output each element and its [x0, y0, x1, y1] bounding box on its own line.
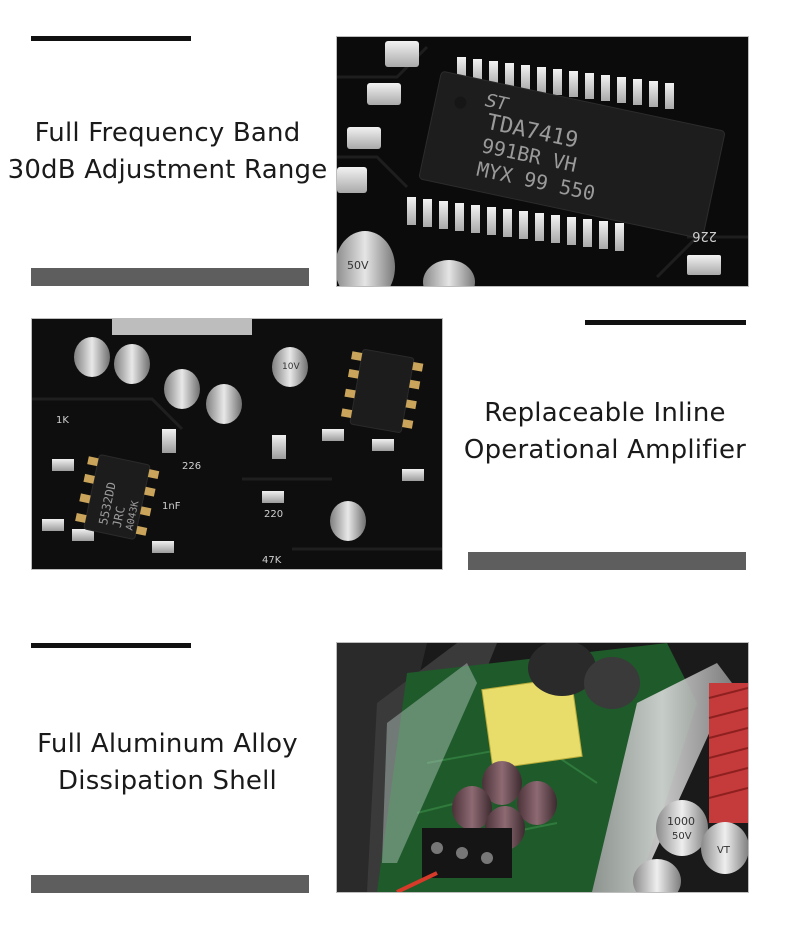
cap-label-50v: 50V: [347, 259, 369, 272]
top-accent-bar: [31, 36, 191, 41]
feature-section-shell: Full Aluminum Alloy Dissipation Shell: [0, 600, 790, 929]
caption-line-2: Dissipation Shell: [58, 766, 277, 796]
feature-caption: Replaceable Inline Operational Amplifier: [455, 395, 755, 469]
caption-line-1: Replaceable Inline: [484, 398, 726, 428]
bottom-accent-bar: [31, 875, 309, 893]
caption-line-2: Operational Amplifier: [463, 435, 747, 465]
tda7419-chip-photo: TDA7419 991BR VH MYX 99 550 ST 50V 226: [336, 36, 749, 287]
opamp-marking-2: JRC: [110, 505, 128, 529]
cap-label-10v: 10V: [282, 362, 300, 372]
opamp-photo: 10V 5532DD JRC A043K: [31, 318, 443, 570]
caption-line-2: 30dB Adjustment Range: [7, 155, 328, 185]
feature-caption: Full Aluminum Alloy Dissipation Shell: [0, 726, 335, 800]
pcb-label-220: 220: [264, 509, 283, 520]
pcb-label-1nf: 1nF: [162, 501, 181, 512]
feature-section-frequency: Full Frequency Band 30dB Adjustment Rang…: [0, 0, 790, 300]
top-accent-bar: [31, 643, 191, 648]
pcb-label-47k: 47K: [262, 555, 282, 566]
pcb-label-226: 226: [182, 461, 201, 472]
cap-label-1000: 1000: [667, 815, 695, 828]
feature-caption: Full Frequency Band 30dB Adjustment Rang…: [0, 115, 335, 189]
feature-section-opamp: 10V 5532DD JRC A043K: [0, 300, 790, 600]
aluminum-shell-photo: 1000 50V VT: [336, 642, 749, 893]
bottom-accent-bar: [468, 552, 746, 570]
caption-line-1: Full Aluminum Alloy: [37, 729, 298, 759]
pcb-label-1k: 1K: [56, 415, 69, 426]
caption-line-1: Full Frequency Band: [34, 118, 301, 148]
bottom-accent-bar: [31, 268, 309, 286]
cap-label-vt: VT: [717, 845, 731, 856]
top-accent-bar: [585, 320, 746, 325]
cap-label-50v-large: 50V: [672, 831, 692, 842]
resistor-label: 226: [692, 228, 717, 243]
